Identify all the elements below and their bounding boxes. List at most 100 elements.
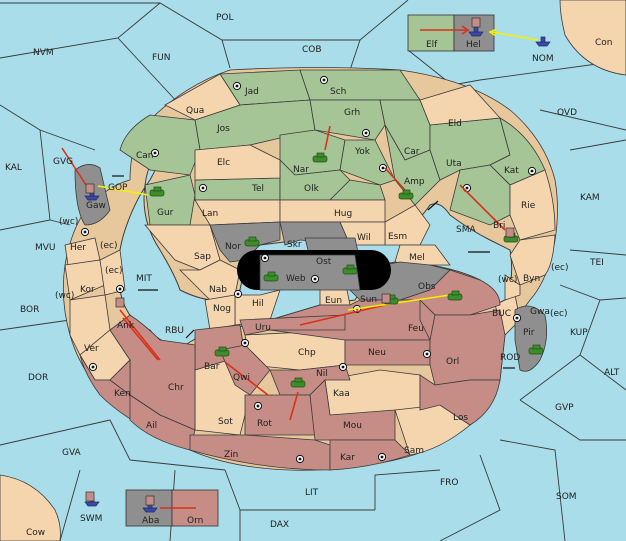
army-unit (290, 377, 306, 388)
label-MVU: MVU (35, 243, 56, 253)
order-arrows (61, 25, 539, 509)
label-Jos: Jos (216, 124, 230, 134)
supply-center-marker (310, 274, 320, 284)
label-BUC: BUC (492, 309, 511, 319)
label-KUP: KUP (570, 328, 588, 338)
label-NOM: NOM (532, 54, 554, 64)
supply-center-marker (260, 253, 270, 263)
label-Hil: Hil (252, 299, 264, 309)
label-Qwi: Qwi (233, 373, 250, 383)
army-unit (528, 344, 544, 355)
label-ALT: ALT (604, 368, 620, 378)
label-GVG: GVG (53, 157, 73, 167)
supply-center-marker (319, 75, 329, 85)
label-GVA: GVA (62, 448, 82, 458)
label-Elf: Elf (426, 40, 438, 50)
label-Con: Con (595, 38, 613, 48)
retreat-marker (115, 297, 125, 308)
label-ec4: (ec) (550, 309, 568, 319)
label-Uta: Uta (446, 159, 462, 169)
label-POL: POL (216, 13, 234, 23)
label-Byn: Byn (523, 274, 540, 284)
label-Sch: Sch (330, 87, 346, 97)
label-DOR: DOR (28, 373, 48, 383)
label-wc3: (wc) (498, 275, 517, 285)
label-wc1: (wc) (59, 217, 78, 227)
label-Ank: Ank (117, 321, 135, 331)
supply-center-marker (240, 338, 250, 348)
label-Bar: Bar (204, 362, 220, 372)
label-Orl: Orl (446, 357, 459, 367)
supply-center-marker (80, 227, 90, 237)
army-unit (447, 290, 463, 301)
label-Car: Car (404, 147, 420, 157)
label-Aba: Aba (142, 516, 159, 526)
label-Wil: Wil (357, 233, 371, 243)
label-Uru: Uru (255, 323, 271, 333)
supply-center-marker (253, 401, 263, 411)
supply-center-marker (338, 362, 348, 372)
label-Her: Her (70, 243, 86, 253)
label-Ail: Ail (146, 421, 157, 431)
label-Hug: Hug (334, 209, 352, 219)
label-Sun: Sun (360, 295, 377, 305)
label-Mel: Mel (409, 253, 425, 263)
web-inner (259, 254, 361, 291)
label-Zin: Zin (224, 450, 238, 460)
label-Hel: Hel (466, 40, 481, 50)
label-SWM: SWM (80, 514, 102, 524)
army-unit (244, 236, 260, 247)
label-RBU: RBU (165, 326, 184, 336)
army-unit (312, 152, 328, 163)
supply-center-marker (198, 183, 208, 193)
label-NVM: NVM (33, 48, 54, 58)
retreat-marker (471, 17, 481, 28)
label-DAX: DAX (270, 520, 289, 530)
label-Bri: Bri (493, 221, 505, 231)
label-FUN: FUN (152, 53, 171, 63)
supply-center-marker (361, 128, 371, 138)
retreat-marker (85, 491, 95, 502)
supply-center-marker (422, 349, 432, 359)
label-Olk: Olk (304, 184, 320, 194)
label-Esm: Esm (388, 232, 407, 242)
fleet-units (84, 26, 551, 513)
supply-center-marker (295, 454, 305, 464)
label-Gaw: Gaw (86, 201, 106, 211)
label-Pir: Pir (523, 328, 535, 338)
label-Sap: Sap (194, 252, 211, 262)
label-Tel: Tel (251, 184, 264, 194)
label-wc2: (wc) (55, 291, 74, 301)
label-Ken: Ken (114, 389, 131, 399)
label-ROD: ROD (500, 353, 520, 363)
label-Lan: Lan (202, 209, 218, 219)
fleet-unit (535, 36, 551, 47)
label-Chr: Chr (168, 383, 184, 393)
label-Kaa: Kaa (333, 389, 350, 399)
supply-center-marker (150, 148, 160, 158)
land-labels: Elf Hel Aba Orn Jad Sch Qua Grh Eld Jos … (55, 40, 569, 526)
label-Nil: Nil (316, 369, 328, 379)
label-Nor: Nor (225, 242, 241, 252)
label-KAM: KAM (580, 193, 600, 203)
retreat-marker (505, 227, 515, 238)
label-Obs: Obs (418, 282, 436, 292)
label-Grh: Grh (344, 108, 360, 118)
label-Ver: Ver (84, 344, 99, 354)
label-GVP: GVP (555, 403, 574, 413)
retreat-marker (381, 293, 391, 304)
label-KAL: KAL (5, 163, 22, 173)
supply-center-marker (527, 166, 537, 176)
label-Eun: Eun (325, 296, 342, 306)
label-Sam: Sam (404, 446, 424, 456)
label-MIT: MIT (136, 274, 152, 284)
label-Gur: Gur (157, 208, 174, 218)
supply-center-marker (88, 362, 98, 372)
label-Nog: Nog (213, 304, 231, 314)
cow-land (0, 474, 61, 541)
label-Los: Los (453, 413, 468, 423)
label-SOM: SOM (556, 492, 577, 502)
label-COB: COB (302, 45, 322, 55)
label-Skr: Skr (287, 240, 302, 250)
